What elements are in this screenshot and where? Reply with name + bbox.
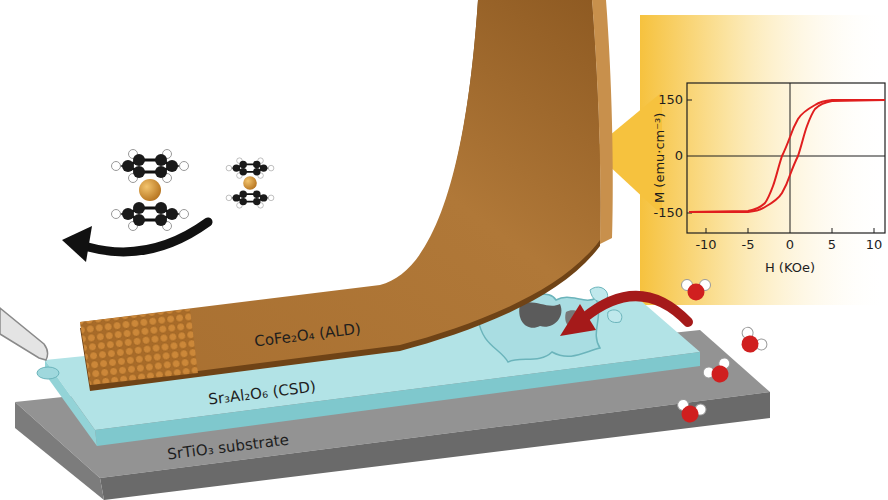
tick-label: -10 xyxy=(695,237,716,253)
axis-title: M (emu·cm⁻³) xyxy=(652,113,668,203)
hysteresis-plot xyxy=(687,100,692,101)
water-molecules xyxy=(674,398,707,426)
release-arrow xyxy=(62,226,92,262)
ferrite-film xyxy=(80,0,601,391)
hysteresis-plot xyxy=(687,83,885,233)
water-molecules xyxy=(674,280,769,426)
pipette xyxy=(0,308,59,379)
hysteresis-plot xyxy=(874,228,875,233)
water-molecules xyxy=(701,356,737,389)
water-arrow xyxy=(584,296,688,322)
pipette xyxy=(0,308,48,360)
tick-label: 0 xyxy=(675,148,683,164)
hysteresis-plot xyxy=(748,228,749,233)
hysteresis-plot xyxy=(689,100,885,212)
water-molecules xyxy=(733,325,769,360)
callout-glow xyxy=(640,15,888,305)
water-arrow xyxy=(560,304,596,336)
tick-label: 0 xyxy=(786,237,794,253)
release-arrow xyxy=(62,222,208,262)
axis-title: H (KOe) xyxy=(765,260,815,276)
precursor-molecules xyxy=(112,150,274,231)
hysteresis-plot xyxy=(706,228,707,233)
callout-glow xyxy=(592,15,888,305)
ferrite-film xyxy=(592,0,613,244)
water-molecules xyxy=(682,280,711,301)
hysteresis-plot xyxy=(689,100,885,212)
hysteresis-plot xyxy=(790,83,791,233)
ferrite-film xyxy=(80,0,601,385)
hysteresis-plot xyxy=(687,83,885,233)
release-arrow xyxy=(88,222,208,252)
dissolution-splash xyxy=(519,302,561,327)
hysteresis-plot xyxy=(687,156,885,157)
tick-label: 150 xyxy=(658,92,683,108)
tick-label: -150 xyxy=(653,205,683,221)
pipette xyxy=(37,367,59,379)
ferrite-film xyxy=(80,309,198,385)
tick-label: -5 xyxy=(742,237,755,253)
water-arrow xyxy=(560,296,688,336)
hysteresis-plot xyxy=(832,228,833,233)
ferrite-film xyxy=(80,0,613,391)
precursor-molecules xyxy=(112,150,189,231)
tick-label: 5 xyxy=(828,237,836,253)
precursor-molecules xyxy=(226,158,274,208)
dissolution-splash xyxy=(608,310,622,323)
tick-label: 10 xyxy=(866,237,883,253)
